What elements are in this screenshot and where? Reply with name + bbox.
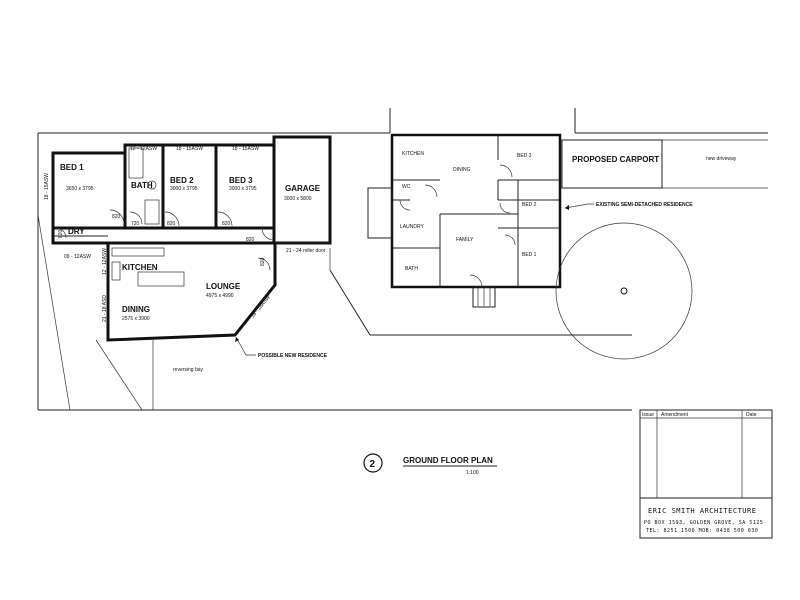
door-garage-dim: 820: [246, 237, 255, 243]
bed3-top-dim: 18 - 15ASW: [232, 146, 259, 152]
bath-label: BATH: [131, 181, 153, 190]
lounge-label: LOUNGE: [206, 282, 241, 291]
plan-scale: 1:100: [466, 470, 479, 476]
dining-label: DINING: [122, 305, 150, 314]
door-bed2-dim: 820: [167, 221, 176, 227]
ex-bed3-label: BED 3: [517, 153, 532, 159]
door-bed3-dim: 820: [222, 221, 231, 227]
bed1-label: BED 1: [60, 163, 84, 172]
title-block: [639, 409, 773, 539]
tb-date-header: Date: [746, 412, 757, 418]
tb-address: PO BOX 1593, GOLDEN GROVE, SA 5125: [644, 520, 763, 526]
tree-outline: [555, 222, 693, 360]
site-boundary: [37, 108, 768, 411]
ex-wc-label: WC: [402, 184, 411, 190]
new-residence-label: POSSIBLE NEW RESIDENCE: [258, 353, 328, 359]
bed3-label: BED 3: [229, 176, 253, 185]
kitchen-side-dim: 12 - 12ASW: [102, 248, 108, 275]
ex-bed1-label: BED 1: [522, 252, 537, 258]
driveway-label: new driveway: [706, 156, 737, 162]
tree-center: [620, 287, 628, 295]
ex-bed2-label: BED 2: [522, 202, 537, 208]
bed2-label: BED 2: [170, 176, 194, 185]
tb-firm: ERIC SMITH ARCHITECTURE: [648, 507, 756, 515]
ex-bath-label: BATH: [405, 266, 418, 272]
door-bed1-dim: 820: [112, 214, 121, 220]
carport-label: PROPOSED CARPORT: [572, 155, 659, 164]
lounge-diag-dim: 18 - 18ASW: [250, 295, 272, 320]
existing-residence-label: EXISTING SEMI-DETACHED RESIDENCE: [596, 202, 693, 208]
lounge-size: 4975 x 4990: [206, 293, 234, 299]
tb-amendment-header: Amendment: [661, 412, 689, 418]
drawing-number-circle: [363, 453, 383, 473]
plan-title: GROUND FLOOR PLAN: [403, 456, 493, 465]
kitchen-label: KITCHEN: [122, 263, 158, 272]
carport: [561, 139, 768, 189]
ex-family-label: FAMILY: [456, 237, 474, 243]
bath-top-dim: 12 - 12ASW: [130, 146, 157, 152]
existing-residence: [367, 133, 562, 308]
tb-phone: TEL: 8251 1500 MOB: 0438 500 030: [646, 528, 758, 534]
door-bath-dim: 720: [131, 221, 140, 227]
dining-side-dim: 21 - 18 ASD: [102, 295, 108, 322]
dry-bottom-dim: 09 - 12ASW: [64, 254, 91, 260]
new-residence: [51, 135, 332, 342]
roller-door-dim: 21 - 24 roller door: [286, 248, 326, 254]
bed1-side-dim: 18 - 15ASW: [44, 173, 50, 200]
reversing-bay-label: reversing bay: [173, 367, 204, 373]
garage-label: GARAGE: [285, 184, 321, 193]
ex-kitchen-label: KITCHEN: [402, 151, 424, 157]
dry-label: DRY: [68, 227, 85, 236]
tb-issue-header: Issue: [642, 412, 654, 418]
door-dry-dim: 820: [58, 229, 64, 238]
drawing-number: 2: [370, 459, 376, 470]
bed3-size: 3000 x 3795: [229, 186, 257, 192]
bed2-top-dim: 18 - 15ASW: [176, 146, 203, 152]
ex-laundry-label: LAUNDRY: [400, 224, 424, 230]
dining-size: 2575 x 3900: [122, 316, 150, 322]
ex-dining-label: DINING: [453, 167, 471, 173]
door-lounge-dim: 820: [260, 257, 266, 266]
garage-size: 3000 x 5800: [284, 196, 312, 202]
bed1-size: 3650 x 3795: [66, 186, 94, 192]
bed2-size: 3000 x 3795: [170, 186, 198, 192]
